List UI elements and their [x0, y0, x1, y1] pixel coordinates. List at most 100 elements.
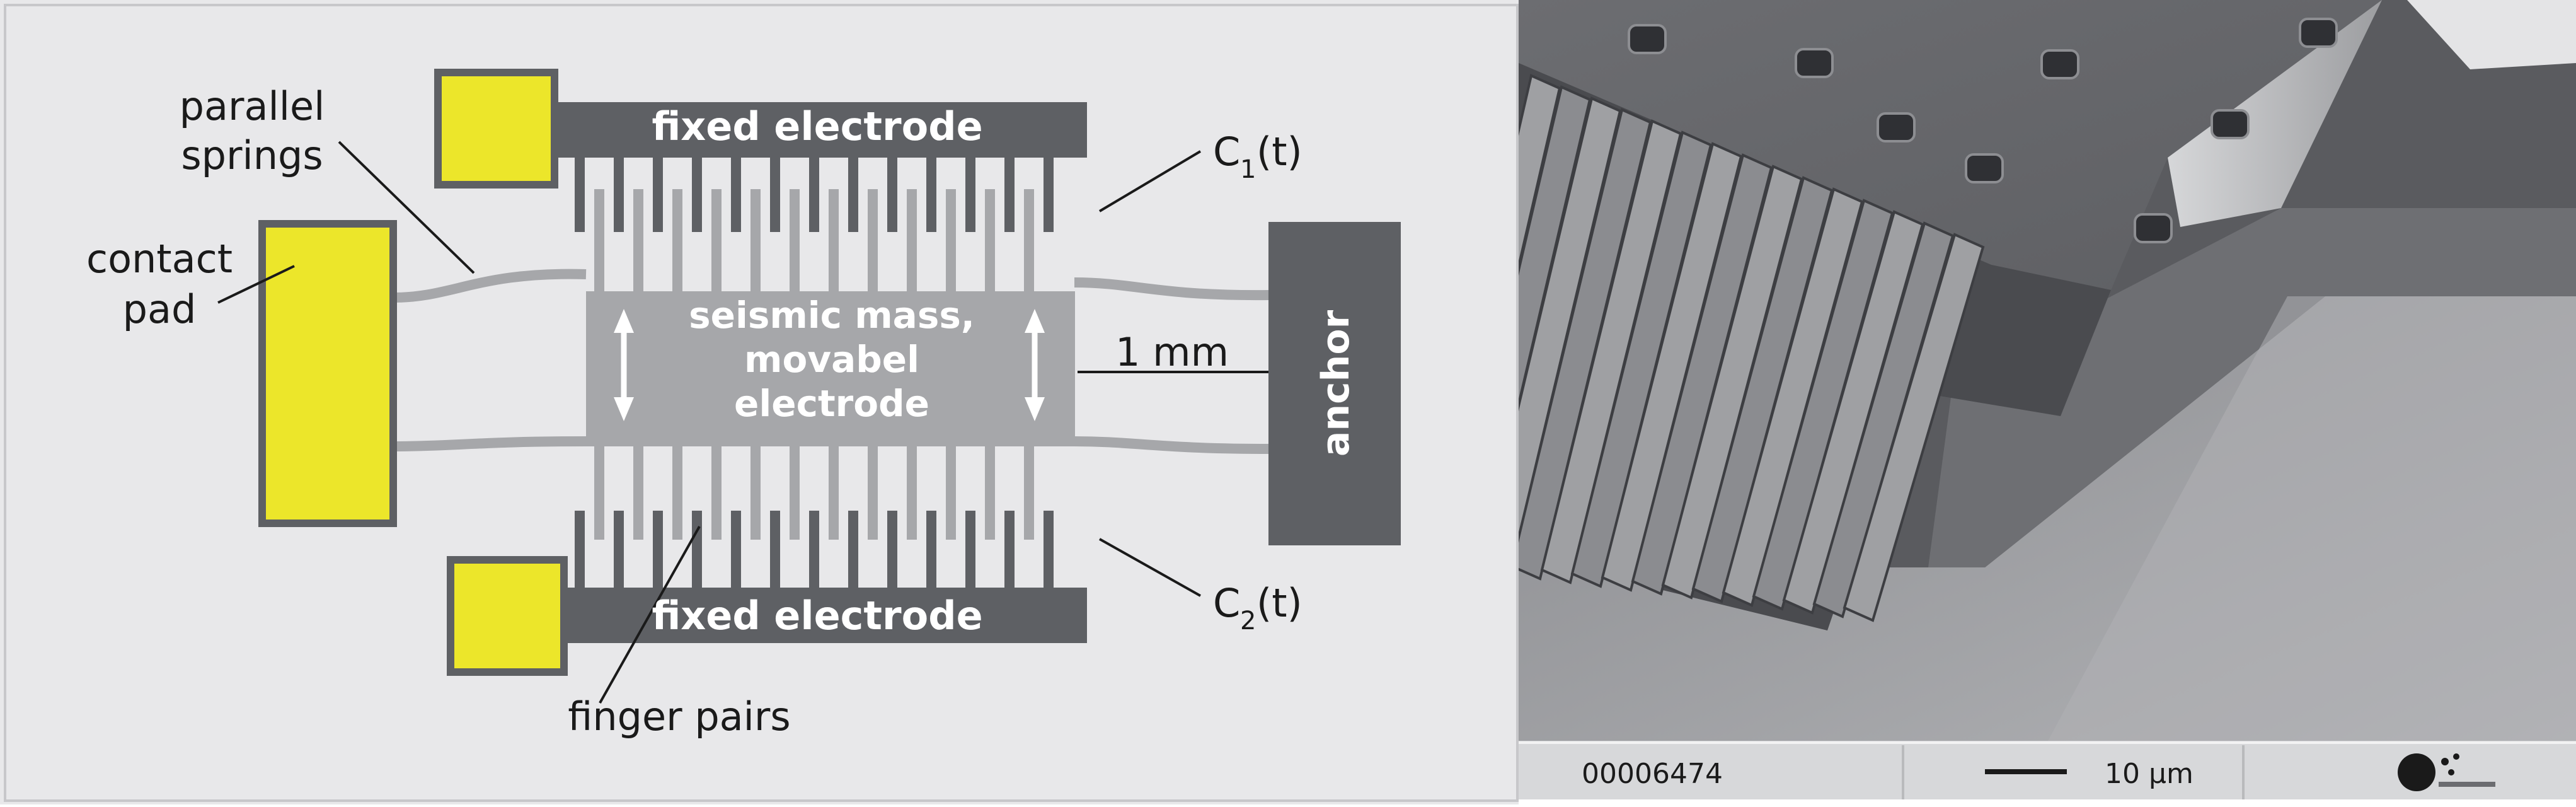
sem-finger [1519, 74, 1561, 272]
sem-etch-hole [2299, 18, 2338, 48]
movable-finger-bottom [790, 445, 800, 540]
movable-finger-bottom [907, 445, 917, 540]
motion-arrow-right [1025, 309, 1045, 421]
movable-finger-top [633, 189, 643, 293]
top-finger-comb [575, 156, 1054, 293]
spring-bottom-right [1074, 436, 1270, 454]
label-mass-line2: movabel [744, 338, 919, 381]
movable-finger-top [594, 189, 604, 293]
fixed-finger-top [770, 156, 780, 232]
fixed-finger-bottom [887, 511, 897, 589]
sem-etch-hole [1628, 24, 1667, 54]
movable-finger-top [907, 189, 917, 293]
fixed-finger-top [692, 156, 702, 232]
label-mass-line3: electrode [734, 382, 929, 425]
sem-finger [1540, 119, 1682, 584]
fixed-finger-bottom [614, 511, 624, 589]
sem-step-face [1928, 208, 2576, 567]
motion-arrow-left [614, 309, 634, 421]
label-contact: contact [86, 236, 233, 282]
fixed-finger-bottom [926, 511, 936, 589]
sem-finger [1782, 210, 1924, 615]
electrode-pad-top [434, 69, 558, 189]
sem-etch-hole [1877, 112, 1916, 142]
sem-corner-highlight [2407, 0, 2576, 69]
sem-etch-holes [1628, 18, 2338, 243]
spring-bottom-left [393, 436, 587, 451]
leader-finger-pairs [599, 526, 701, 704]
movable-finger-bottom [672, 445, 682, 540]
leader-c1 [1098, 150, 1202, 212]
movable-finger-top [868, 189, 878, 293]
label-dimension: 1 mm [1115, 329, 1229, 375]
bottom-finger-comb [575, 445, 1054, 589]
fixed-finger-bottom [653, 511, 663, 589]
anchor-block [1268, 222, 1401, 545]
leader-c2 [1099, 538, 1201, 597]
sem-finger [1812, 221, 1955, 618]
movable-finger-top [790, 189, 800, 293]
sem-etch-hole [2211, 109, 2250, 139]
label-c2: C 2 (t) [1213, 580, 1302, 636]
sem-finger [1519, 85, 1592, 410]
label-c2-main: C [1213, 580, 1240, 626]
movable-finger-bottom [946, 445, 956, 540]
movable-finger-bottom [985, 445, 995, 540]
label-anchor: anchor [1314, 310, 1358, 456]
fixed-finger-top [887, 156, 897, 232]
fixed-finger-top [1004, 156, 1015, 232]
label-c1-tail: (t) [1256, 129, 1302, 175]
spring-top-left [393, 269, 587, 303]
movable-finger-top [985, 189, 995, 293]
sem-finger [1752, 199, 1894, 611]
parallel-springs [393, 269, 1270, 454]
schematic-diagram: parallel springs contact pad finger pair… [0, 0, 1519, 804]
sem-image-number: 00006474 [1582, 758, 1723, 790]
electrode-pad-bottom [447, 556, 568, 676]
fixed-finger-top [965, 156, 975, 232]
sem-lower-plate [2048, 296, 2576, 741]
seismic-mass [586, 291, 1075, 446]
movable-finger-bottom [868, 445, 878, 540]
sem-finger [1570, 131, 1713, 588]
movable-finger-top [1024, 189, 1034, 293]
fixed-finger-top [731, 156, 741, 232]
movable-finger-bottom [633, 445, 643, 540]
sem-finger [1843, 233, 1985, 622]
label-c2-tail: (t) [1256, 580, 1302, 626]
fixed-finger-bottom [575, 511, 585, 589]
fixed-finger-top [614, 156, 624, 232]
fixed-finger-bottom [1044, 511, 1054, 589]
movable-finger-top [711, 189, 722, 293]
leader-contact-pad [217, 265, 295, 304]
movable-finger-bottom [711, 445, 722, 540]
spring-top-right [1074, 277, 1270, 301]
label-c1: C 1 (t) [1213, 129, 1302, 184]
fixed-finger-top [848, 156, 858, 232]
movable-finger-top [750, 189, 761, 293]
movable-finger-bottom [750, 445, 761, 540]
fixed-finger-bottom [770, 511, 780, 589]
sem-finger [1722, 187, 1864, 607]
fixed-finger-bottom [965, 511, 975, 589]
institute-logo-icon [2398, 753, 2495, 791]
label-fixed-electrode-bottom: fixed electrode [652, 593, 982, 639]
label-c1-subscript: 1 [1240, 155, 1256, 184]
diagram-border [4, 4, 1519, 802]
label-c2-subscript: 2 [1240, 607, 1256, 636]
sem-upper-plate [1519, 0, 2382, 290]
sem-etch-hole [1965, 153, 2004, 183]
movable-finger-top [829, 189, 839, 293]
sem-status-bar: 00006474 10 µm [1519, 741, 2576, 804]
label-parallel: parallel [180, 83, 325, 129]
label-mass-line1: seismic mass, [689, 294, 975, 337]
sem-finger [1601, 142, 1743, 592]
label-finger-pairs: finger pairs [568, 694, 790, 740]
fixed-finger-bottom [1004, 511, 1015, 589]
fixed-finger-top [809, 156, 819, 232]
fixed-finger-top [1044, 156, 1054, 232]
sem-edge-highlight [2168, 0, 2382, 227]
fixed-finger-top [926, 156, 936, 232]
